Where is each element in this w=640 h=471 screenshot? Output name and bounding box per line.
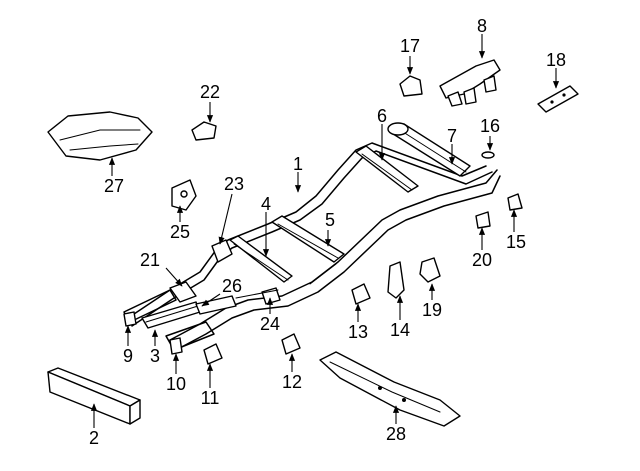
callout-23: 23 bbox=[224, 174, 244, 194]
callout-1: 1 bbox=[293, 154, 303, 174]
mount-part-25 bbox=[171, 179, 197, 211]
frame-left-rail-inner bbox=[131, 150, 493, 327]
callout-13: 13 bbox=[348, 322, 368, 342]
crossmember-28-body bbox=[319, 351, 461, 427]
frame-front-end-right bbox=[169, 337, 183, 355]
crossmember-21 bbox=[169, 281, 197, 303]
clip-part-17 bbox=[399, 75, 423, 97]
bracket-part-8 bbox=[439, 59, 501, 107]
callout-10: 10 bbox=[166, 374, 186, 394]
leader-21 bbox=[165, 267, 183, 287]
bumper-bar-part-2 bbox=[47, 367, 141, 425]
crossmember-4-edge bbox=[233, 243, 289, 281]
skid-plate-body bbox=[47, 111, 153, 161]
front-crossmember bbox=[141, 301, 201, 329]
mount-part-11 bbox=[203, 343, 223, 365]
callout-12: 12 bbox=[282, 372, 302, 392]
mount-part-13 bbox=[351, 283, 371, 305]
frame-rail-detail-2 bbox=[309, 263, 337, 285]
callout-5: 5 bbox=[325, 210, 335, 230]
crossmember-6 bbox=[355, 145, 419, 193]
crossmember-28-edge bbox=[329, 361, 441, 413]
frame-right-rail-inner bbox=[175, 175, 501, 351]
crossmember-7-edge bbox=[399, 129, 467, 173]
plate-18-hole-2 bbox=[562, 93, 566, 97]
leader-26 bbox=[201, 293, 221, 307]
callout-25: 25 bbox=[170, 222, 190, 242]
callout-7: 7 bbox=[447, 126, 457, 146]
callout-22: 22 bbox=[200, 82, 220, 102]
callout-labels: 1 2 3 4 5 6 7 8 9 10 11 12 13 14 15 16 1… bbox=[89, 16, 566, 448]
pad-part-20 bbox=[475, 211, 491, 229]
bracket-23 bbox=[211, 239, 233, 263]
crossmember-6-edge bbox=[361, 153, 413, 191]
frame-left-rail bbox=[127, 142, 487, 319]
leader-23 bbox=[218, 193, 233, 245]
leader-lines bbox=[90, 34, 560, 428]
plate-part-18 bbox=[537, 85, 579, 113]
bracket-8-leg-2 bbox=[463, 87, 477, 105]
callout-15: 15 bbox=[506, 232, 526, 252]
frame-rail-detail-1 bbox=[235, 289, 279, 299]
callout-16: 16 bbox=[480, 116, 500, 136]
callout-18: 18 bbox=[546, 50, 566, 70]
callout-8: 8 bbox=[477, 16, 487, 36]
bracket-part-22 bbox=[191, 121, 217, 141]
mount-part-19 bbox=[419, 257, 441, 283]
callout-2: 2 bbox=[89, 428, 99, 448]
crossmember-28-hole-1 bbox=[378, 386, 382, 390]
callout-20: 20 bbox=[472, 250, 492, 270]
plate-18-body bbox=[537, 85, 579, 113]
pad-part-15 bbox=[507, 193, 523, 211]
crossmember-26 bbox=[195, 295, 237, 315]
callout-19: 19 bbox=[422, 300, 442, 320]
frame-rear-tube-end bbox=[387, 122, 409, 136]
plug-part-16 bbox=[481, 151, 495, 159]
crossmember-5-edge bbox=[277, 223, 339, 259]
skid-plate-part-27 bbox=[47, 111, 153, 161]
callout-6: 6 bbox=[377, 106, 387, 126]
bracket-part-14 bbox=[387, 261, 405, 299]
crossmember-5 bbox=[271, 215, 345, 263]
bracket-8-leg-3 bbox=[483, 75, 497, 93]
mount-part-12 bbox=[281, 333, 301, 355]
callout-24: 24 bbox=[260, 314, 280, 334]
frame-front-end-left bbox=[123, 311, 137, 327]
plate-18-hole-1 bbox=[550, 100, 554, 104]
bracket-8-leg-1 bbox=[447, 91, 463, 107]
callout-21: 21 bbox=[140, 250, 160, 270]
callout-14: 14 bbox=[390, 320, 410, 340]
callout-4: 4 bbox=[261, 194, 271, 214]
crossmember-4 bbox=[229, 235, 293, 283]
skid-plate-rib-1 bbox=[59, 129, 141, 141]
callout-28: 28 bbox=[386, 424, 406, 444]
callout-17: 17 bbox=[400, 36, 420, 56]
crossmember-part-28 bbox=[319, 351, 461, 427]
crossmember-28-hole-2 bbox=[402, 398, 406, 402]
callout-11: 11 bbox=[201, 388, 220, 408]
callout-9: 9 bbox=[123, 346, 133, 366]
skid-plate-rib-2 bbox=[69, 143, 139, 151]
mount-25-bolt bbox=[180, 190, 188, 198]
callout-26: 26 bbox=[222, 276, 242, 296]
callout-3: 3 bbox=[150, 346, 160, 366]
front-crossmember-edge bbox=[145, 305, 199, 323]
bumper-bar-end bbox=[129, 399, 141, 425]
callout-27: 27 bbox=[104, 176, 124, 196]
